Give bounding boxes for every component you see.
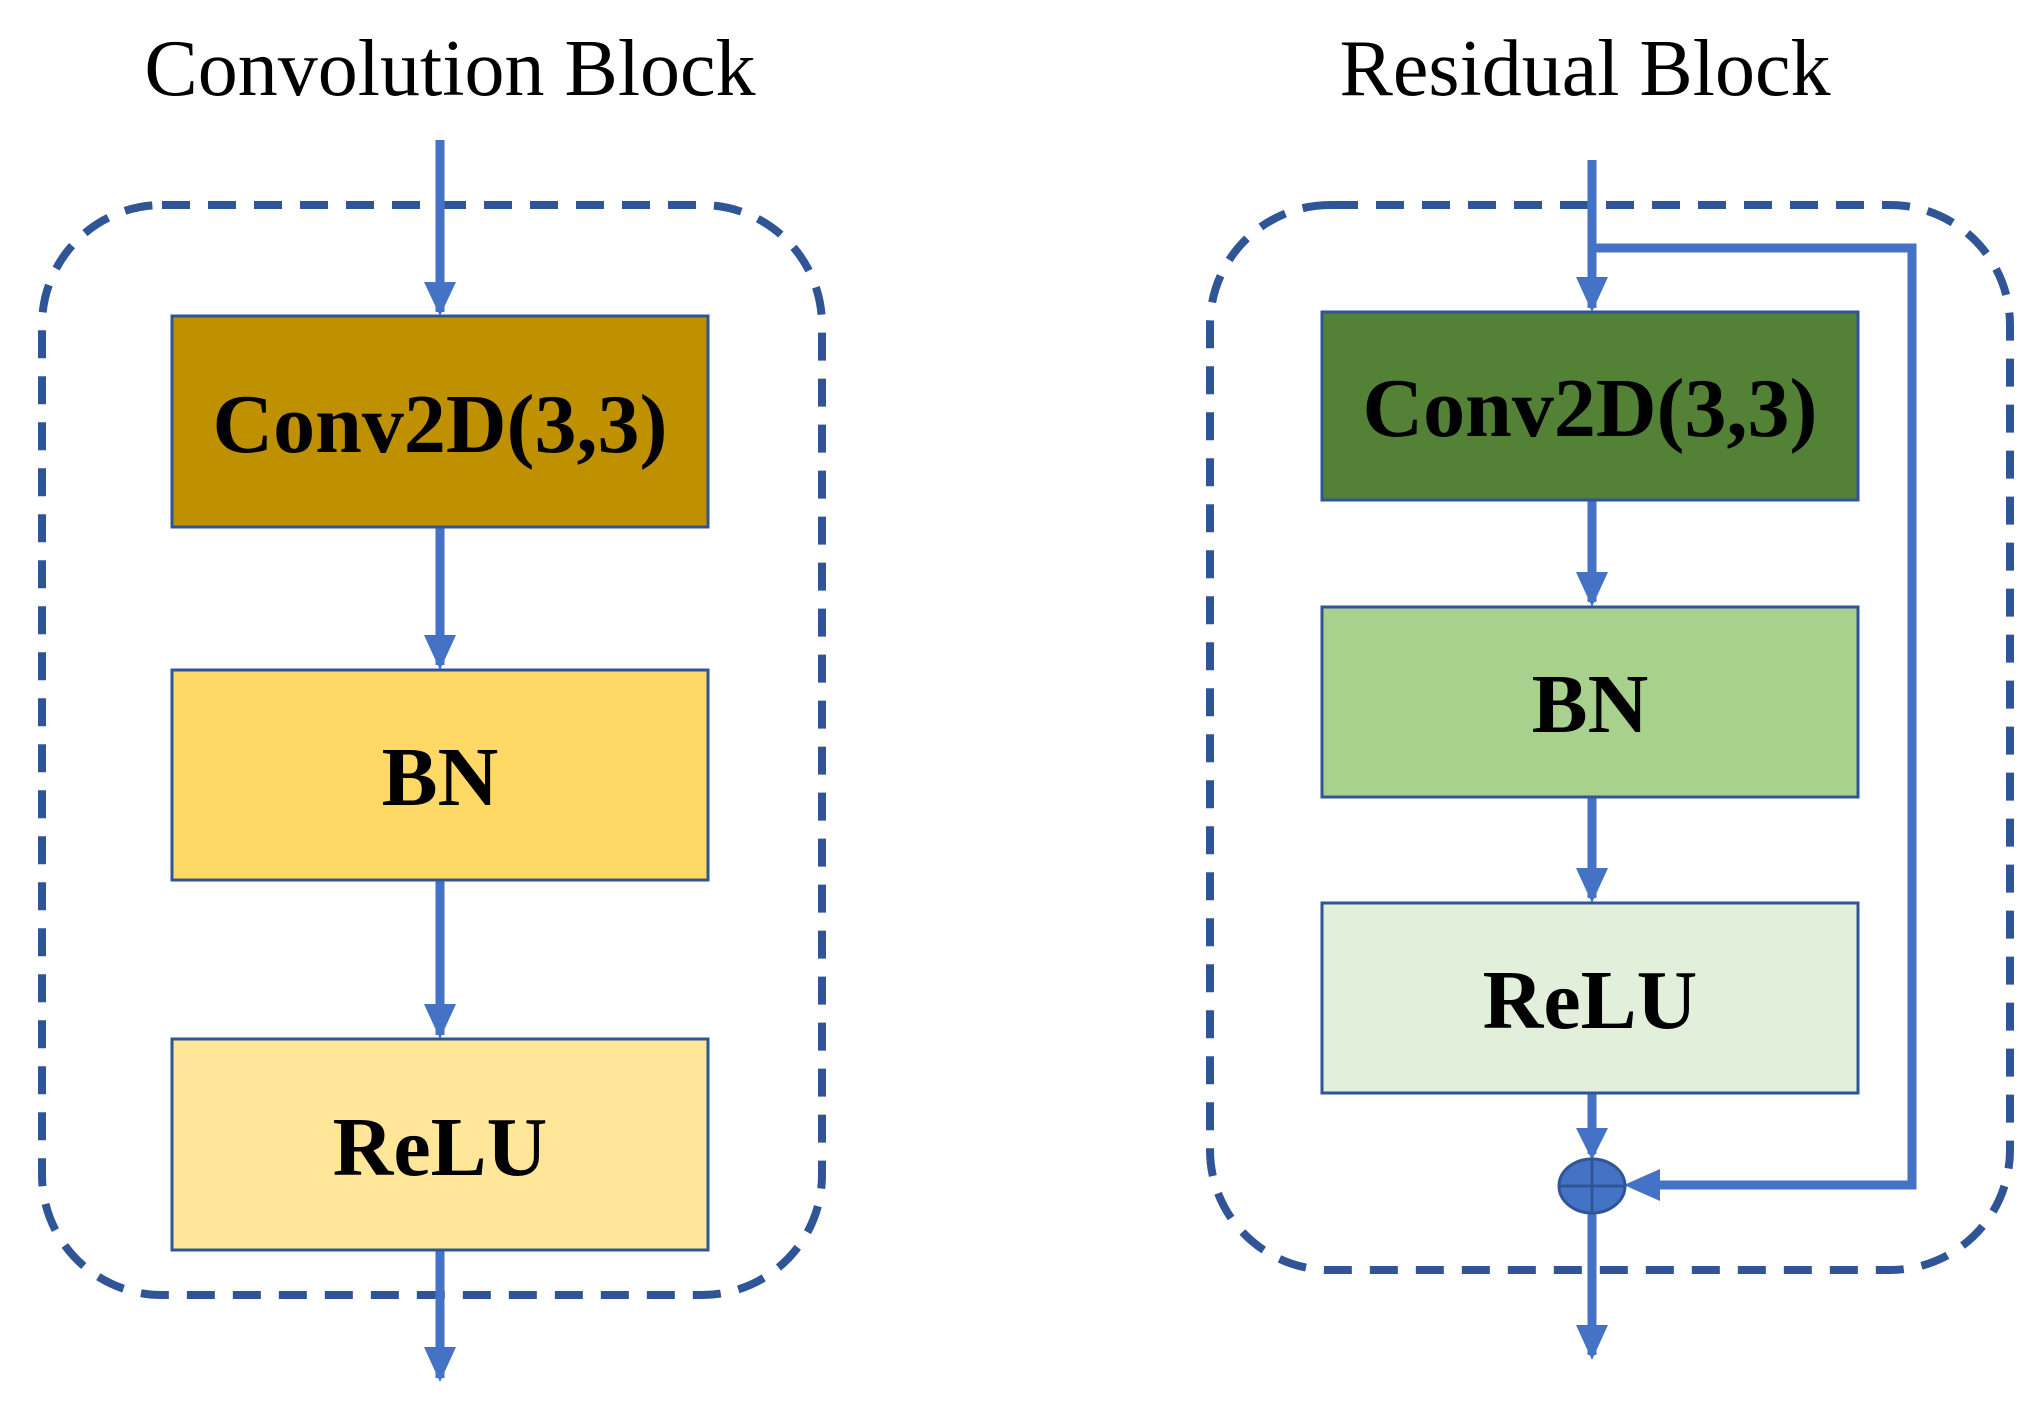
res-relu-layer-label: ReLU	[1483, 954, 1698, 1047]
convolution-block-title: Convolution Block	[144, 25, 755, 113]
skip-connection-line	[1592, 243, 1917, 1190]
bn-layer-label: BN	[382, 731, 499, 824]
res-output-arrowhead	[1576, 1325, 1608, 1360]
convolution-block-dashed-border	[38, 201, 826, 1299]
skip-connection-arrowhead	[1624, 1169, 1660, 1201]
relu-layer-label: ReLU	[333, 1101, 548, 1194]
conv-layer-label: Conv2D(3,3)	[213, 378, 668, 471]
convolution-block: Convolution Block Conv2D(3,3) BN ReLU	[38, 25, 826, 1382]
res-conv-to-bn-arrowhead	[1576, 572, 1608, 607]
conv-layer-box: Conv2D(3,3)	[170, 314, 710, 529]
res-bn-layer-label: BN	[1532, 658, 1649, 751]
convolution-block-arrows	[424, 140, 456, 1382]
res-input-arrowhead	[1576, 277, 1608, 312]
output-arrowhead	[424, 1347, 456, 1382]
res-relu-to-add-arrowhead	[1576, 1128, 1608, 1160]
residual-block-arrows	[1576, 160, 1917, 1360]
residual-block: Residual Block Conv2D(3,3) BN	[1206, 25, 2014, 1360]
res-conv-layer-label: Conv2D(3,3)	[1363, 362, 1818, 455]
input-arrowhead	[424, 282, 456, 316]
res-conv-layer-box: Conv2D(3,3)	[1320, 310, 1860, 502]
res-bn-to-relu-arrowhead	[1576, 868, 1608, 903]
residual-block-title: Residual Block	[1339, 25, 1830, 113]
relu-layer-box: ReLU	[170, 1037, 710, 1252]
bn-to-relu-arrowhead	[424, 1004, 456, 1039]
plus-circle-icon	[1557, 1157, 1627, 1215]
residual-block-dashed-border	[1206, 201, 2014, 1274]
bn-layer-box: BN	[170, 668, 710, 882]
conv-to-bn-arrowhead	[424, 635, 456, 670]
res-relu-layer-box: ReLU	[1320, 901, 1860, 1095]
res-bn-layer-box: BN	[1320, 605, 1860, 799]
